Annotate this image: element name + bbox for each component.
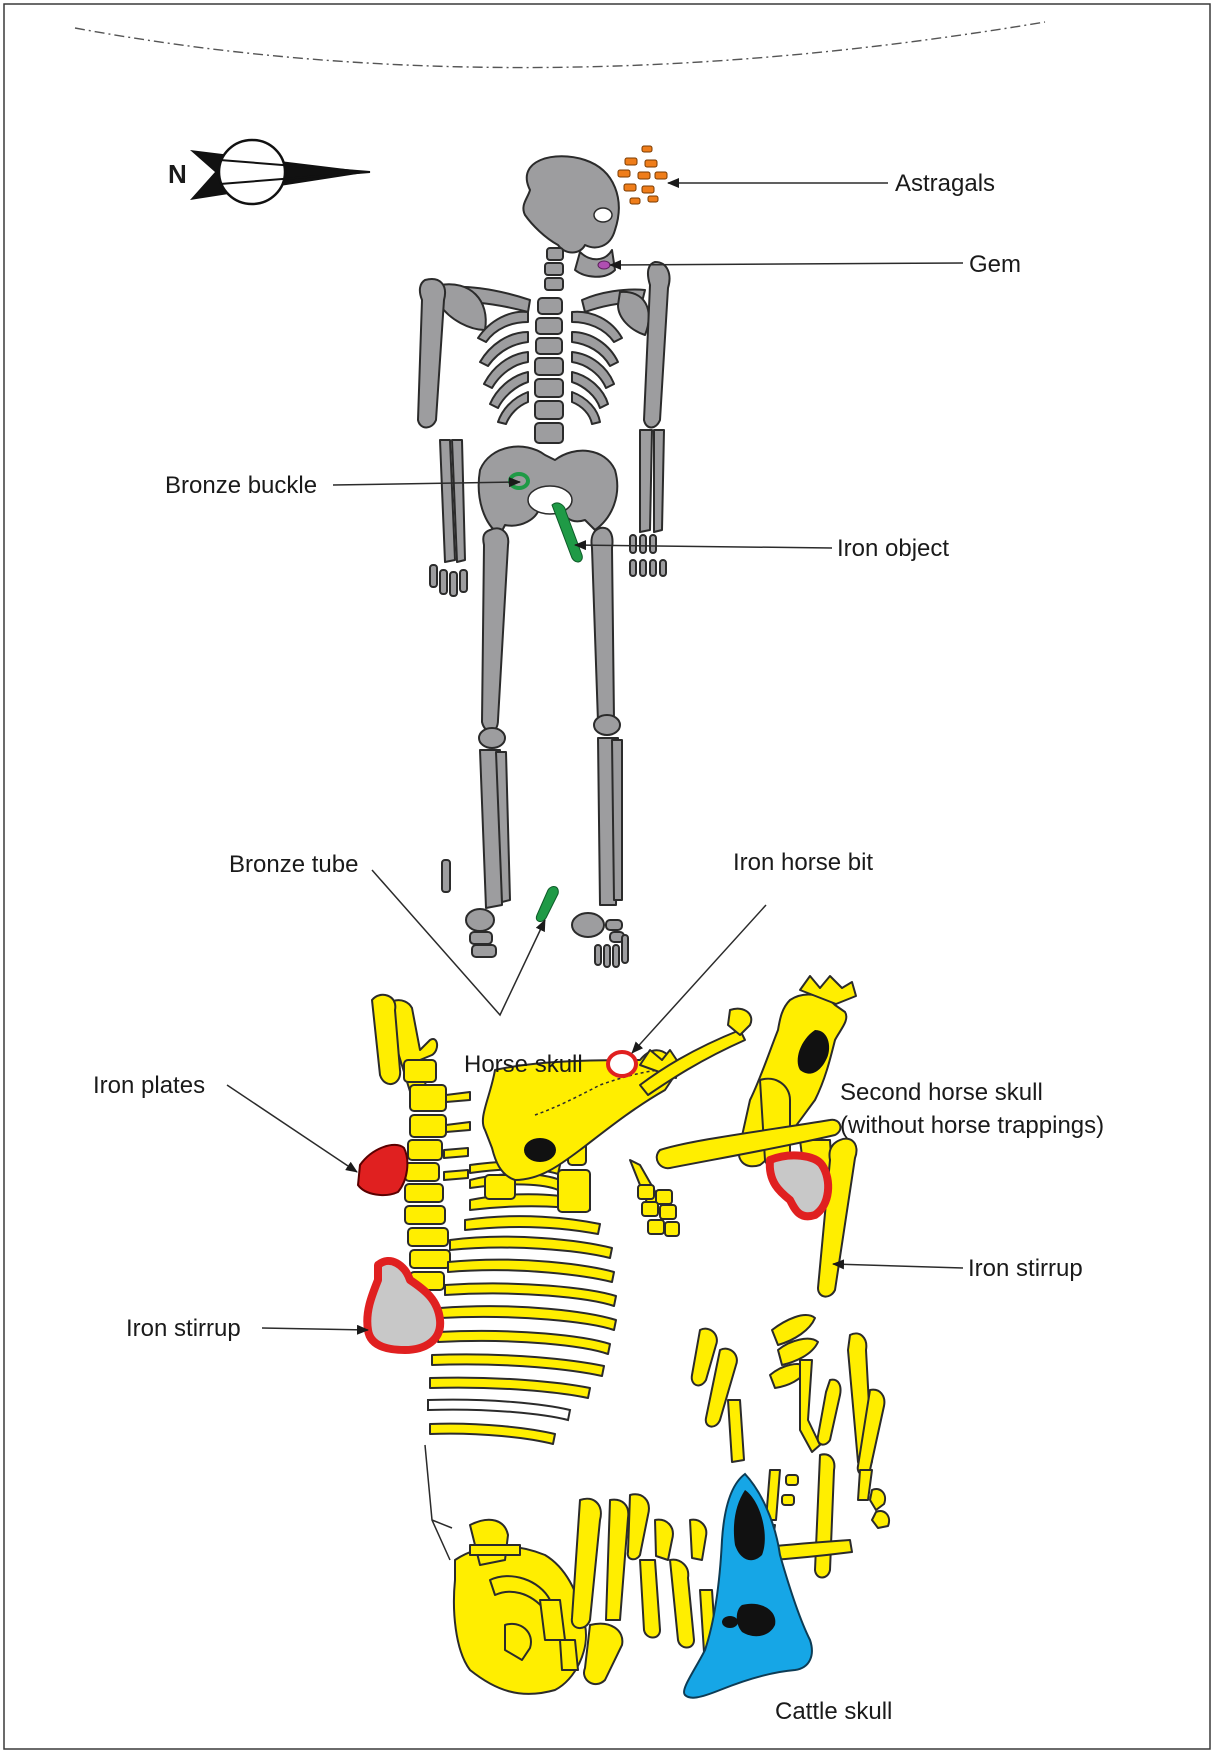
iron-plates-marker [358,1145,407,1195]
label-iron-stirrup-right: Iron stirrup [968,1255,1083,1282]
human-skull [523,156,618,252]
label-gem: Gem [969,251,1021,278]
label-iron-object: Iron object [837,535,949,562]
label-cattle-skull: Cattle skull [775,1698,892,1725]
label-bronze-buckle: Bronze buckle [165,472,317,499]
label-astragals: Astragals [895,170,995,197]
label-iron-stirrup-left: Iron stirrup [126,1315,241,1342]
north-arrow: N [168,140,370,204]
human-ribs-left [478,312,528,424]
label-iron-plates: Iron plates [93,1072,205,1099]
human-spine [535,298,563,443]
label-second-horse-skull-note: (without horse trappings) [840,1112,1104,1139]
gem-marker [598,261,610,269]
label-horse-skull: Horse skull [464,1051,583,1078]
astragals-cluster [618,146,667,204]
label-second-horse-skull: Second horse skull [840,1079,1043,1106]
label-bronze-tube: Bronze tube [229,851,358,878]
human-ribs-right [572,312,622,424]
north-label: N [168,159,187,189]
bronze-tube-marker [536,887,558,922]
iron-horse-bit-marker [608,1052,636,1076]
grave-edge-line [75,22,1045,68]
iron-stirrup-right-marker [770,1155,828,1216]
human-skeleton [418,156,669,967]
horse-skeleton [372,976,889,1694]
human-femur-left [482,528,508,731]
label-iron-horse-bit: Iron horse bit [733,849,873,876]
human-femur-right [591,528,614,730]
cattle-skull [684,1474,812,1698]
